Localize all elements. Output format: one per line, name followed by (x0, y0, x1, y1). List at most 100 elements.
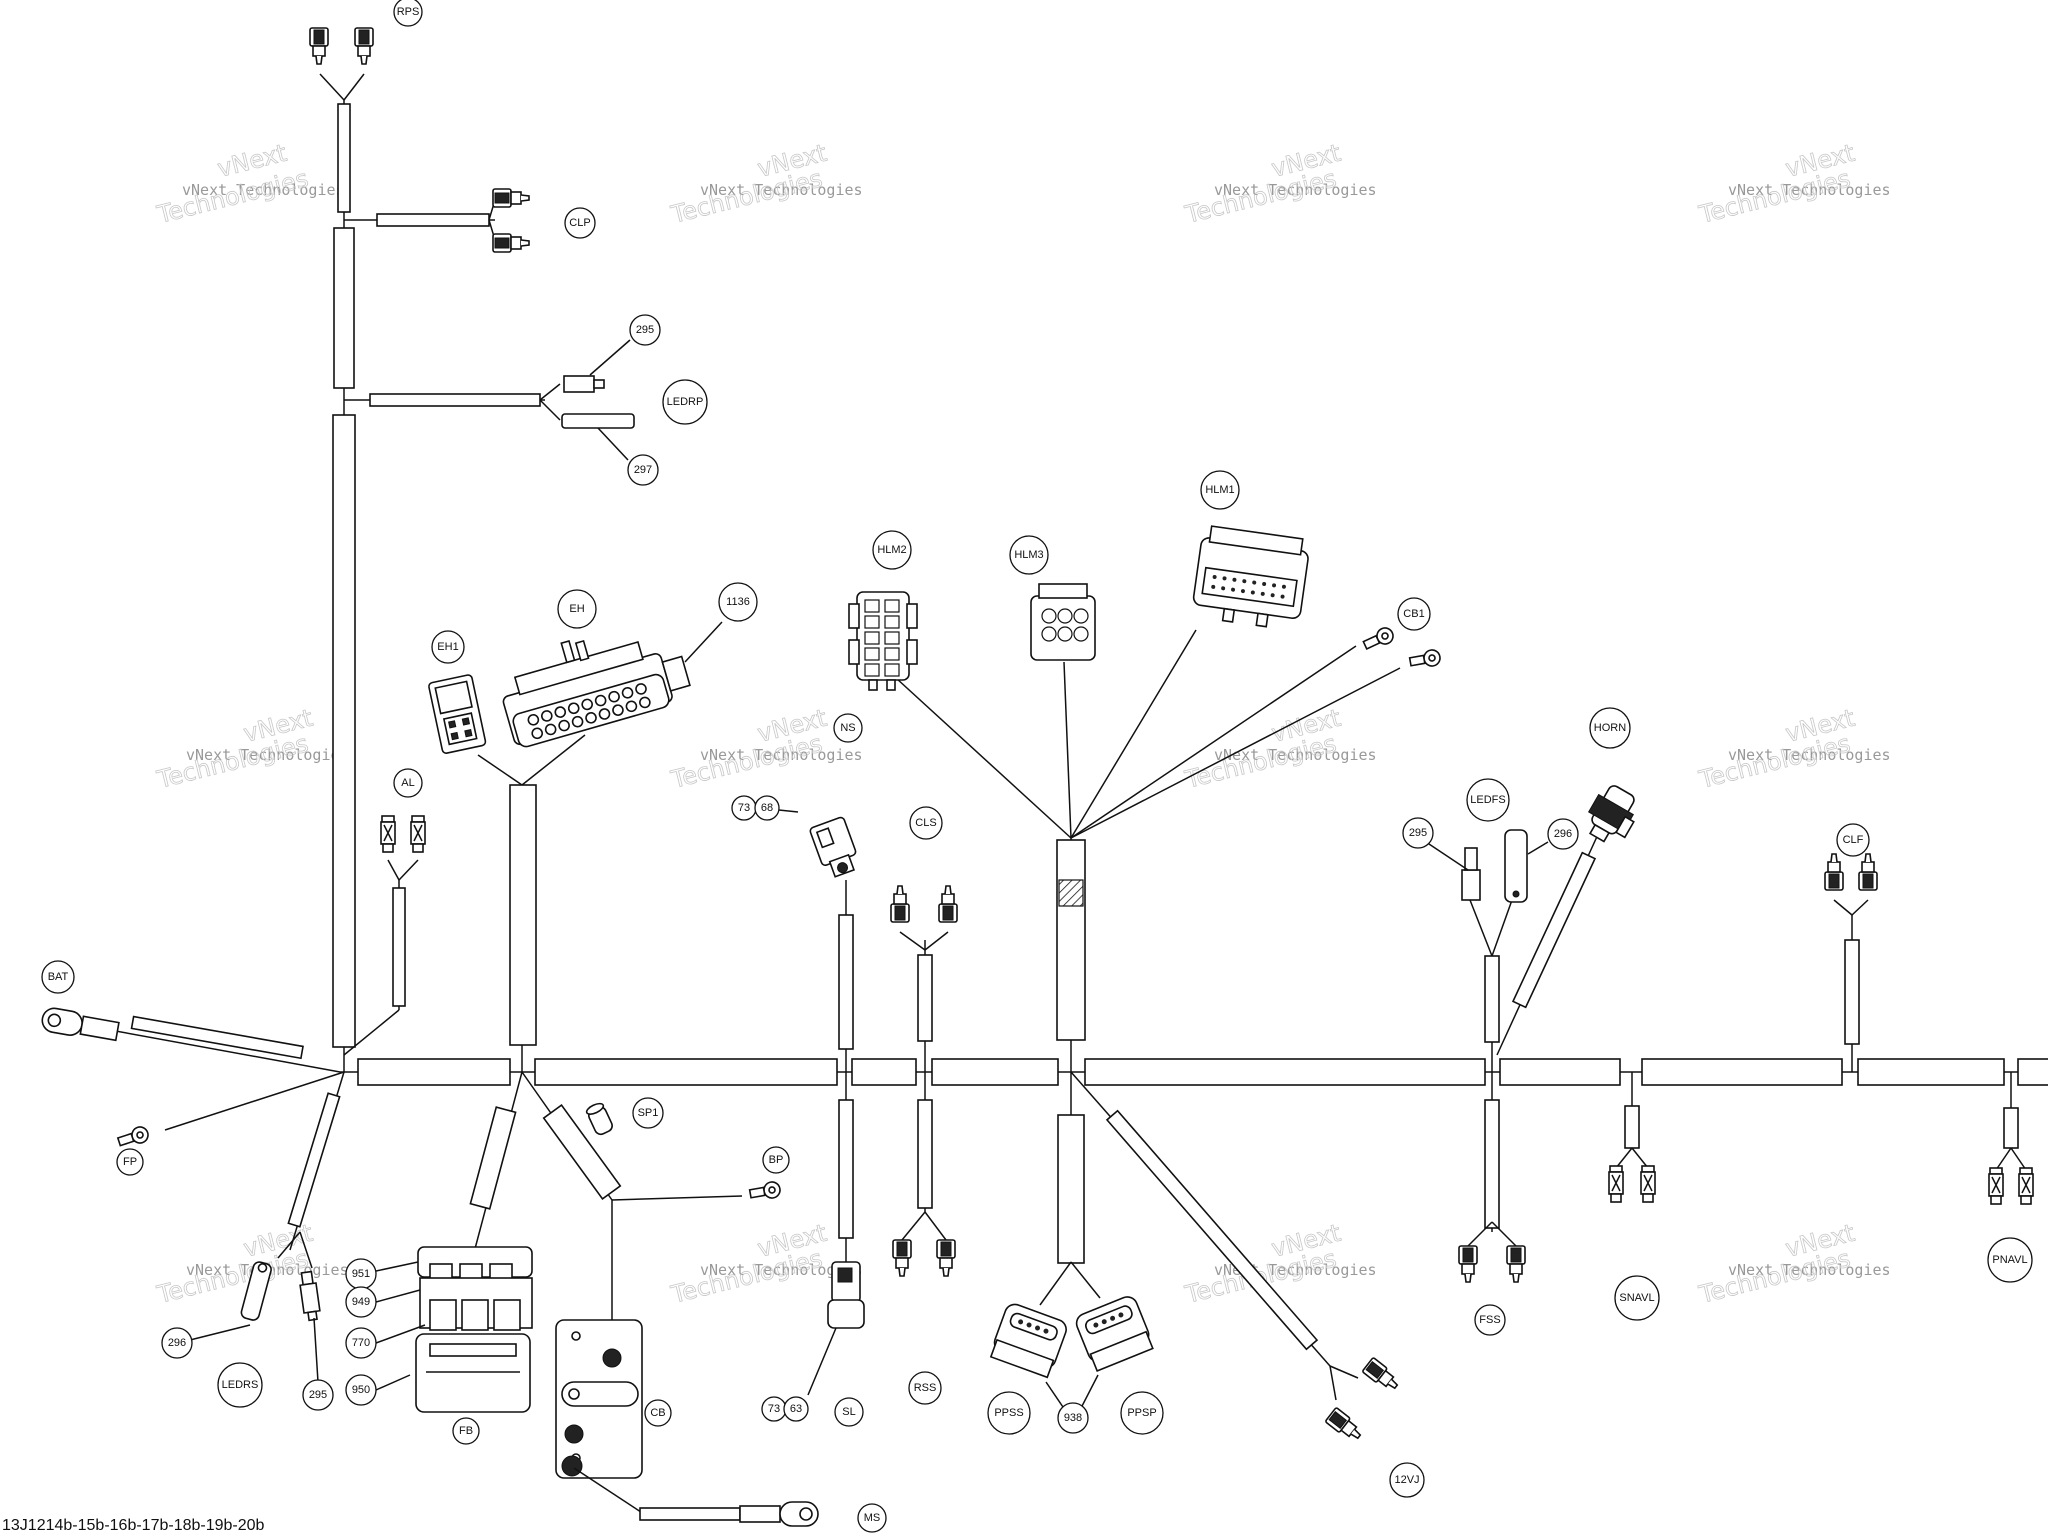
svg-text:Technologies: Technologies (668, 1244, 825, 1309)
callout-296: 296 (161, 1327, 193, 1359)
callout-cb1: CB1 (1397, 597, 1431, 631)
callout-295: 295 (1402, 817, 1434, 849)
svg-text:949: 949 (352, 1296, 370, 1308)
svg-text:296: 296 (1554, 828, 1572, 840)
svg-text:MS: MS (864, 1512, 881, 1524)
main-trunk (340, 1058, 2048, 1086)
svg-text:CB1: CB1 (1403, 608, 1424, 620)
svg-text:SNAVL: SNAVL (1619, 1292, 1654, 1304)
svg-text:Technologies: Technologies (154, 1244, 311, 1309)
callout-73: 73 (761, 1396, 787, 1422)
svg-text:FB: FB (459, 1425, 473, 1437)
svg-text:vNext Technologies: vNext Technologies (186, 746, 349, 764)
callout-al: AL (393, 768, 423, 798)
callout-ms: MS (857, 1503, 887, 1533)
svg-text:950: 950 (352, 1384, 370, 1396)
svg-text:295: 295 (636, 324, 654, 336)
callout-horn: HORN (1589, 707, 1631, 749)
svg-text:Technologies: Technologies (1696, 1244, 1853, 1309)
callout-297: 297 (627, 454, 659, 486)
clf-branch (1824, 853, 1878, 1072)
svg-text:938: 938 (1064, 1412, 1082, 1424)
callout-clf: CLF (1836, 823, 1870, 857)
callout-cb: CB (644, 1399, 672, 1427)
svg-text:vNext Technologies: vNext Technologies (1728, 746, 1891, 764)
callout-fss: FSS (1474, 1304, 1506, 1336)
callout-770: 770 (345, 1327, 377, 1359)
snavl-branch (1608, 1072, 1656, 1203)
svg-text:vNext Technologies: vNext Technologies (1214, 746, 1377, 764)
callout-296: 296 (1547, 818, 1579, 850)
callout-bat: BAT (41, 960, 75, 994)
callout-12vj: 12VJ (1389, 1462, 1425, 1498)
callout-sl: SL (834, 1397, 864, 1427)
ledfs-horn-fss-branch (1425, 785, 1635, 1283)
svg-text:RSS: RSS (914, 1382, 937, 1394)
drawing-number: 13J1214b-15b-16b-17b-18b-19b-20b (2, 1517, 265, 1534)
svg-text:FSS: FSS (1479, 1314, 1500, 1326)
svg-text:vNext Technologies: vNext Technologies (182, 181, 345, 199)
svg-text:vNext Technologies: vNext Technologies (1728, 181, 1891, 199)
callout-hlm3: HLM3 (1009, 535, 1049, 575)
svg-text:EH1: EH1 (437, 641, 458, 653)
svg-text:HLM3: HLM3 (1014, 549, 1043, 561)
svg-text:PPSS: PPSS (994, 1407, 1023, 1419)
svg-text:PPSP: PPSP (1127, 1407, 1156, 1419)
callout-950: 950 (345, 1374, 377, 1406)
svg-text:295: 295 (309, 1389, 327, 1401)
svg-text:Technologies: Technologies (668, 729, 825, 794)
svg-text:HLM2: HLM2 (877, 544, 906, 556)
sp1-cb-branch (521, 1071, 819, 1527)
callout-1136: 1136 (718, 582, 758, 622)
svg-text:RPS: RPS (397, 6, 420, 18)
callout-hlm1: HLM1 (1200, 470, 1240, 510)
svg-text:Technologies: Technologies (1182, 729, 1339, 794)
svg-text:LEDRS: LEDRS (222, 1379, 259, 1391)
svg-text:1136: 1136 (726, 596, 750, 608)
svg-text:295: 295 (1409, 827, 1427, 839)
svg-text:CLF: CLF (1843, 834, 1864, 846)
svg-text:12VJ: 12VJ (1394, 1474, 1419, 1486)
callout-pnavl: PNAVL (1987, 1237, 2033, 1283)
svg-text:LEDRP: LEDRP (667, 396, 704, 408)
fb-branch (375, 1071, 533, 1413)
callout-295: 295 (629, 314, 661, 346)
callout-snavl: SNAVL (1614, 1275, 1660, 1321)
svg-text:68: 68 (761, 802, 773, 814)
fp-branch (115, 1071, 345, 1151)
svg-text:Technologies: Technologies (1696, 164, 1853, 229)
ns-sl-branch (759, 807, 865, 1396)
svg-text:LEDFS: LEDFS (1470, 794, 1505, 806)
svg-text:Technologies: Technologies (1696, 729, 1853, 794)
callout-73: 73 (731, 795, 757, 821)
svg-text:Technologies: Technologies (1182, 164, 1339, 229)
callout-ppsp: PPSP (1120, 1391, 1164, 1435)
callout-ledfs: LEDFS (1466, 778, 1510, 822)
al-branch (343, 815, 426, 1056)
svg-text:73: 73 (738, 802, 750, 814)
callout-labels: RPS CLP 295 LEDRP 297 HLM1 HLM2 HLM3 EH … (41, 0, 2033, 1533)
bat-branch (41, 1007, 341, 1073)
callout-951: 951 (345, 1258, 377, 1290)
svg-text:SP1: SP1 (638, 1107, 659, 1119)
callout-sp1: SP1 (632, 1097, 664, 1129)
callout-949: 949 (345, 1286, 377, 1318)
svg-text:SL: SL (842, 1406, 855, 1418)
callout-938: 938 (1057, 1402, 1089, 1434)
hlm-branch (848, 525, 1443, 1445)
callout-cls: CLS (909, 806, 943, 840)
cls-rss-branch (890, 885, 958, 1277)
svg-text:770: 770 (352, 1337, 370, 1349)
svg-text:951: 951 (352, 1268, 370, 1280)
svg-text:HORN: HORN (1594, 722, 1626, 734)
svg-text:Technologies: Technologies (154, 729, 311, 794)
svg-text:73: 73 (768, 1403, 780, 1415)
callout-63: 63 (783, 1396, 809, 1422)
svg-text:297: 297 (634, 464, 652, 476)
callout-295: 295 (302, 1379, 334, 1411)
eh-branch (428, 621, 723, 1072)
callout-hlm2: HLM2 (872, 530, 912, 570)
callout-fb: FB (452, 1417, 480, 1445)
svg-text:63: 63 (790, 1403, 802, 1415)
